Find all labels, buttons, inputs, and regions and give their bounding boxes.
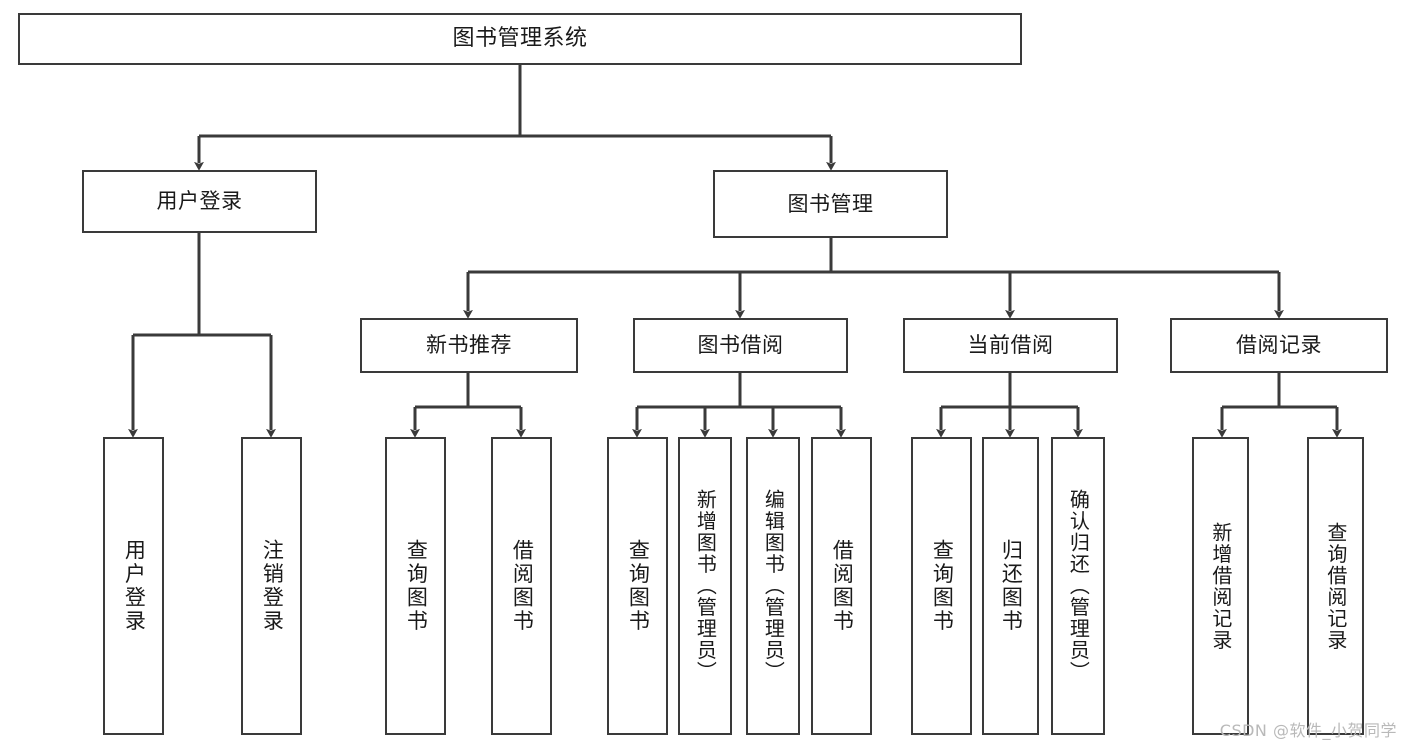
node-leaf-add-book-admin[interactable]: 新增图书（管理员） xyxy=(678,437,732,735)
node-user-login[interactable]: 用户登录 xyxy=(82,170,317,233)
node-leaf-query-borrow-record[interactable]: 查询借阅记录 xyxy=(1307,437,1364,735)
node-leaf-logout[interactable]: 注销登录 xyxy=(241,437,302,735)
node-label: 查询借阅记录 xyxy=(1323,521,1348,651)
node-label: 注销登录 xyxy=(260,539,285,633)
node-label: 新书推荐 xyxy=(426,333,512,358)
node-label: 用户登录 xyxy=(156,189,243,214)
node-borrow-record[interactable]: 借阅记录 xyxy=(1170,318,1388,373)
node-label: 新增图书（管理员） xyxy=(693,489,718,683)
node-label: 编辑图书（管理员） xyxy=(761,489,786,683)
node-label: 查询图书 xyxy=(404,539,429,633)
node-label: 归还图书 xyxy=(999,539,1024,633)
node-leaf-confirm-return-admin[interactable]: 确认归还（管理员） xyxy=(1051,437,1105,735)
node-label: 新增借阅记录 xyxy=(1208,521,1233,651)
node-book-borrow[interactable]: 图书借阅 xyxy=(633,318,848,373)
node-label: 图书管理 xyxy=(787,191,874,216)
node-label: 图书管理系统 xyxy=(452,26,588,52)
node-leaf-query-book-current[interactable]: 查询图书 xyxy=(911,437,972,735)
node-leaf-edit-book-admin[interactable]: 编辑图书（管理员） xyxy=(746,437,800,735)
node-book-management[interactable]: 图书管理 xyxy=(713,170,948,238)
node-leaf-add-borrow-record[interactable]: 新增借阅记录 xyxy=(1192,437,1249,735)
node-label: 图书借阅 xyxy=(697,333,784,358)
node-label: 当前借阅 xyxy=(967,333,1054,358)
node-label: 确认归还（管理员） xyxy=(1066,489,1091,683)
node-label: 用户登录 xyxy=(122,539,147,633)
node-label: 查询图书 xyxy=(626,539,651,633)
node-label: 借阅记录 xyxy=(1236,333,1322,358)
node-leaf-borrow-book-recommend[interactable]: 借阅图书 xyxy=(491,437,552,735)
node-label: 借阅图书 xyxy=(830,539,855,633)
node-label: 查询图书 xyxy=(930,539,955,633)
node-leaf-borrow-book[interactable]: 借阅图书 xyxy=(811,437,872,735)
node-leaf-query-book-borrow[interactable]: 查询图书 xyxy=(607,437,668,735)
node-new-book-recommend[interactable]: 新书推荐 xyxy=(360,318,578,373)
node-leaf-query-book-recommend[interactable]: 查询图书 xyxy=(385,437,446,735)
node-current-borrow[interactable]: 当前借阅 xyxy=(903,318,1118,373)
node-label: 借阅图书 xyxy=(510,539,535,633)
node-root-system[interactable]: 图书管理系统 xyxy=(18,13,1022,65)
node-leaf-return-book[interactable]: 归还图书 xyxy=(982,437,1039,735)
node-leaf-user-login[interactable]: 用户登录 xyxy=(103,437,164,735)
watermark-text: CSDN @软件_小贺同学 xyxy=(1219,721,1397,740)
